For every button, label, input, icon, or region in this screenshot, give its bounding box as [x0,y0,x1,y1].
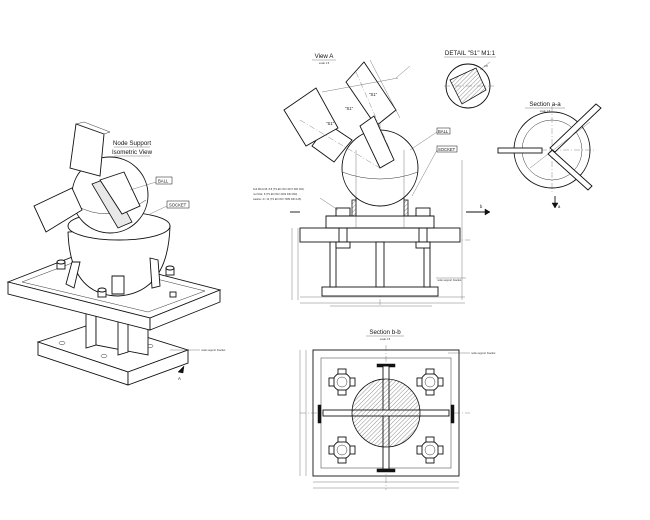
section-bb-core [351,378,421,448]
section-bb-base-label: node support bracket [471,351,496,355]
view-a: View A scale 1:5 [253,53,491,307]
section-aa-scale: scale 1:5 [540,109,551,113]
view-a-scale: scale 1:5 [319,61,330,65]
iso-socket-label: SOCKET [169,203,187,208]
section-b-b: Section b-b scale 1:5 [299,329,496,490]
section-a-arrow-icon [551,202,559,209]
detail-note: t=8 [484,64,488,68]
detail-title: DETAIL "S1" M1:1 [445,50,496,57]
view-a-section-mark: b [480,204,483,209]
view-a-upper-plate [299,227,461,243]
isometric-view: Node Support Isometric View BALL SOCKET … [6,121,226,386]
iso-ball-label: BALL [158,179,169,184]
iso-base-label: node support bracket [201,348,226,352]
section-aa-title: Section a-a [529,101,561,108]
iso-arrow-label: A [178,376,181,381]
detail-s1: DETAIL "S1" M1:1 t=8 [444,50,496,109]
view-a-s1-left: "S1" [326,121,335,126]
view-a-arrow-icon [177,365,185,374]
view-a-note-3: washer, d= 13 (TS EN ISO 7089 DIN 125) [253,197,301,201]
section-a-a: Section a-a scale 1:5 a [497,101,602,209]
view-a-base-label: node support bracket [437,278,462,282]
view-a-note-2: nut M12, 8 (TS EN ISO 4032 DIN 934) [253,192,297,196]
iso-title-line2: Isometric View [112,149,153,156]
section-bb-bolts [328,368,444,464]
view-a-s1-mid: "S1" [345,106,354,111]
section-bb-scale: scale 1:5 [380,337,391,341]
view-a-arms [283,59,411,169]
view-a-socket-label: SOCKET [438,147,456,152]
section-b-arrow-icon [484,208,491,216]
iso-arms [33,121,141,233]
section-aa-mark: a [558,204,561,209]
view-a-ball-label: BALL [438,129,449,134]
iso-title-line1: Node Support [113,140,151,147]
iso-bolts [56,259,177,298]
section-bb-title: Section b-b [369,329,401,336]
view-a-lower-plate [321,286,439,297]
view-a-note-1: bolt M12x45, 8.8 (TS EN ISO 4017 DIN 931… [253,187,304,191]
view-a-s1-top: "S1" [369,92,378,97]
view-a-bolts [335,207,431,249]
view-a-title: View A [315,53,335,60]
